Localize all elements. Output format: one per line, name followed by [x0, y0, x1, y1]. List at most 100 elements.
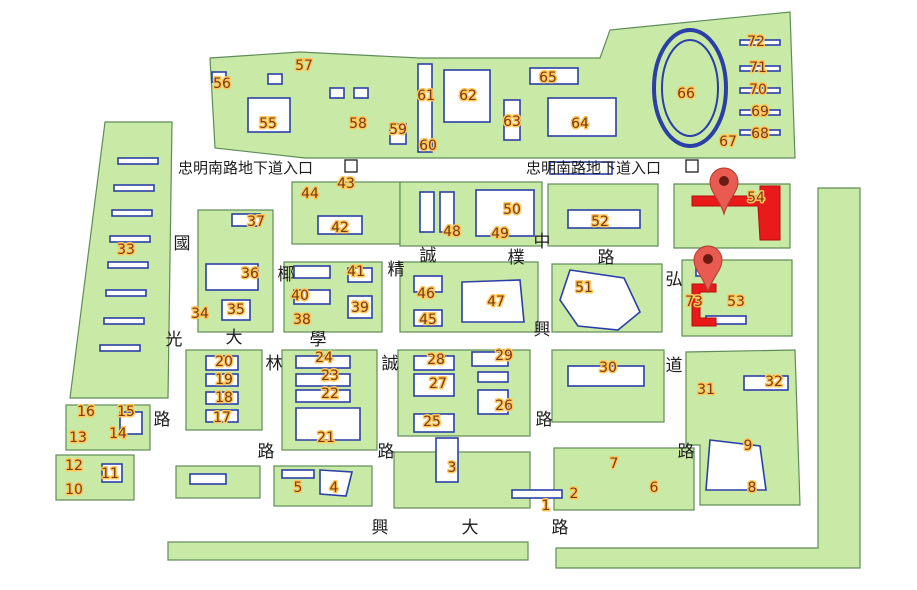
building-number[interactable]: 7: [608, 455, 620, 474]
building-54-highlight: [691, 185, 781, 241]
building-number[interactable]: 59: [388, 121, 409, 140]
block-north-sports: [209, 11, 796, 159]
street-char: 誠: [420, 246, 437, 266]
street-char: 林: [266, 354, 283, 374]
street-char: 大: [226, 328, 243, 348]
building-number[interactable]: 70: [748, 81, 769, 100]
building-number[interactable]: 72: [746, 33, 767, 52]
building-number[interactable]: 10: [64, 481, 85, 500]
building-number[interactable]: 12: [64, 457, 85, 476]
building-number[interactable]: 8: [746, 479, 758, 498]
building-number[interactable]: 64: [570, 115, 591, 134]
building-number[interactable]: 16: [76, 403, 97, 422]
street-char: 椰: [278, 265, 295, 285]
building-number[interactable]: 23: [320, 367, 341, 386]
building-number[interactable]: 4: [328, 479, 340, 498]
building-numbers: 1 2 3 4 5 6 7 8 9 10 11 12 13 14 15 16 1…: [64, 33, 785, 516]
building-number[interactable]: 15: [116, 403, 137, 422]
building-number[interactable]: 41: [346, 263, 367, 282]
building-number[interactable]: 36: [240, 265, 261, 284]
building-number[interactable]: 54: [746, 189, 767, 208]
building-number[interactable]: 31: [696, 381, 717, 400]
building-number[interactable]: 56: [212, 75, 233, 94]
building-number[interactable]: 51: [574, 279, 595, 298]
building-number[interactable]: 14: [108, 425, 129, 444]
building-number[interactable]: 45: [418, 311, 439, 330]
building-number[interactable]: 1: [540, 497, 552, 516]
building-number[interactable]: 66: [676, 85, 697, 104]
building-number[interactable]: 73: [684, 293, 705, 312]
building-number[interactable]: 34: [190, 305, 211, 324]
map-pin-icon[interactable]: [709, 167, 739, 216]
street-char: 精: [388, 260, 405, 280]
building-number[interactable]: 29: [494, 347, 515, 366]
building-number[interactable]: 40: [290, 287, 311, 306]
building-number[interactable]: 18: [214, 389, 235, 408]
building-number[interactable]: 55: [258, 115, 279, 134]
building-number[interactable]: 30: [598, 359, 619, 378]
building-number[interactable]: 28: [426, 351, 447, 370]
building-number[interactable]: 62: [458, 87, 479, 106]
building-number[interactable]: 57: [294, 57, 315, 76]
building-number[interactable]: 26: [494, 397, 515, 416]
building-number[interactable]: 47: [486, 293, 507, 312]
map-pin-icon[interactable]: [693, 245, 723, 294]
building-number[interactable]: 6: [648, 479, 660, 498]
building-73-highlight: [691, 283, 717, 327]
building-number[interactable]: 67: [718, 133, 739, 152]
building-number[interactable]: 60: [418, 137, 439, 156]
building-number[interactable]: 50: [502, 201, 523, 220]
street-char: 路: [154, 410, 171, 430]
building-number[interactable]: 71: [748, 59, 769, 78]
building-number[interactable]: 19: [214, 371, 235, 390]
building-number[interactable]: 68: [750, 125, 771, 144]
building-number[interactable]: 9: [742, 437, 754, 456]
street-char: 興: [372, 518, 389, 538]
building-number[interactable]: 49: [490, 225, 511, 244]
street-labels: 國 光 路 大 學 路 椰 林 誠 樸 中 精 誠 路 興 路 路 弘 道 路 …: [154, 232, 695, 538]
building-number[interactable]: 52: [590, 213, 611, 232]
building-number[interactable]: 44: [300, 185, 321, 204]
building-number[interactable]: 46: [416, 285, 437, 304]
street-char: 路: [598, 248, 615, 268]
building-number[interactable]: 25: [422, 413, 443, 432]
entrance-square-icon: [344, 159, 358, 173]
building-number[interactable]: 65: [538, 69, 559, 88]
building-number[interactable]: 35: [226, 301, 247, 320]
street-char: 光: [166, 330, 183, 350]
block-3: [393, 451, 531, 509]
building-number[interactable]: 17: [212, 409, 233, 428]
building-number[interactable]: 38: [292, 311, 313, 330]
buildings: [99, 28, 789, 499]
street-char: 國: [174, 234, 191, 254]
building-number[interactable]: 42: [330, 219, 351, 238]
building-number[interactable]: 61: [416, 87, 437, 106]
building-number[interactable]: 27: [428, 375, 449, 394]
street-char: 學: [310, 330, 327, 350]
building-number[interactable]: 5: [292, 479, 304, 498]
building-number[interactable]: 32: [764, 373, 785, 392]
building-number[interactable]: 58: [348, 115, 369, 134]
building-number[interactable]: 2: [568, 485, 580, 504]
street-char: 大: [462, 518, 479, 538]
street-char: 路: [258, 442, 275, 462]
building-number[interactable]: 53: [726, 293, 747, 312]
building-number[interactable]: 11: [100, 465, 121, 484]
building-number[interactable]: 33: [116, 241, 137, 260]
building-number[interactable]: 22: [320, 385, 341, 404]
building-number[interactable]: 24: [314, 349, 335, 368]
building-number[interactable]: 37: [246, 213, 267, 232]
entrance-label-west: 忠明南路地下道入口: [178, 159, 313, 177]
block-east-strip: [555, 187, 861, 569]
street-char: 中: [534, 232, 551, 252]
building-number[interactable]: 21: [316, 429, 337, 448]
building-number[interactable]: 48: [442, 223, 463, 242]
building-number[interactable]: 69: [750, 103, 771, 122]
street-char: 弘: [666, 270, 683, 290]
building-number[interactable]: 43: [336, 175, 357, 194]
building-number[interactable]: 63: [502, 113, 523, 132]
building-number[interactable]: 3: [446, 459, 458, 478]
building-number[interactable]: 13: [68, 429, 89, 448]
building-number[interactable]: 39: [350, 299, 371, 318]
building-number[interactable]: 20: [214, 353, 235, 372]
